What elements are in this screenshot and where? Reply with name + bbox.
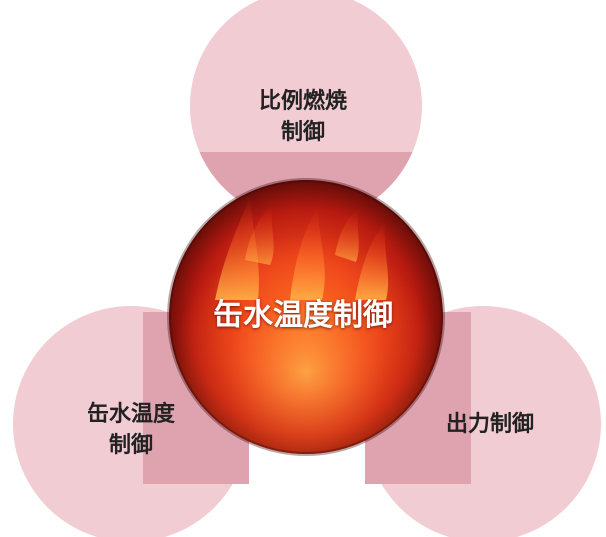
node-label-right: 出力制御 (405, 409, 575, 440)
center-label: 缶水温度制御 (173, 296, 433, 336)
node-label-left-line1: 缶水温度 (86, 402, 175, 427)
node-label-top: 比例燃焼 制御 (213, 86, 393, 148)
node-label-left-line2: 制御 (108, 433, 153, 458)
node-label-right-line1: 出力制御 (445, 412, 534, 437)
fire-image (167, 178, 445, 456)
node-label-top-line1: 比例燃焼 (258, 89, 347, 114)
center-label-text: 缶水温度制御 (213, 298, 393, 333)
node-label-top-line2: 制御 (280, 120, 325, 145)
node-label-left: 缶水温度 制御 (46, 399, 216, 461)
